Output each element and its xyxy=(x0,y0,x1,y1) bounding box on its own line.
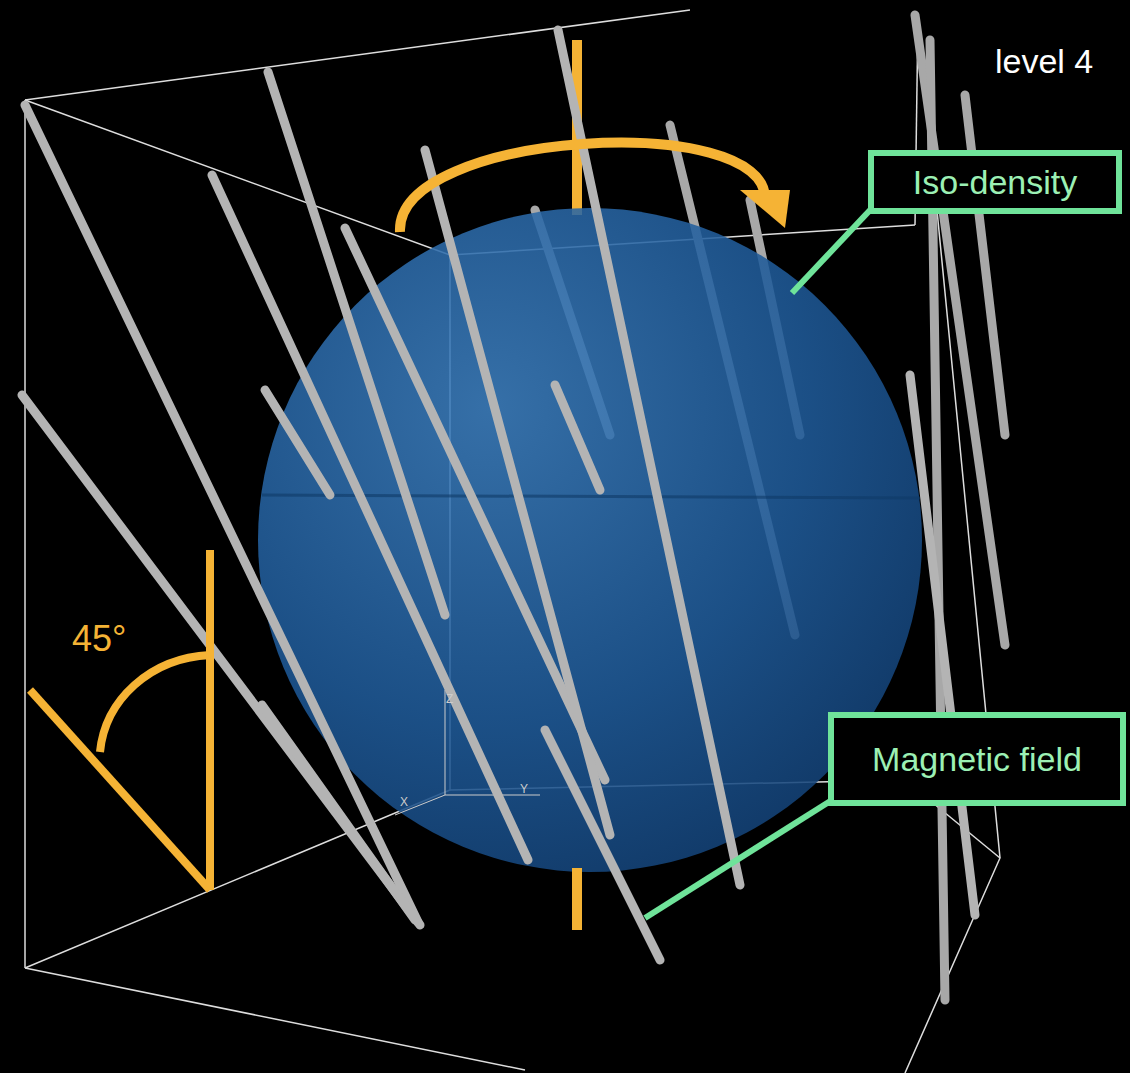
callout-box: Iso-density xyxy=(868,150,1122,214)
leader-line xyxy=(792,208,872,293)
rotation-axis xyxy=(572,868,582,930)
arrowhead xyxy=(740,190,790,228)
angle-marker xyxy=(30,550,210,890)
level-label: level 4 xyxy=(995,42,1093,81)
angle-label: 45° xyxy=(72,618,126,660)
coordinate-axes xyxy=(395,690,540,815)
rotation-arrow xyxy=(400,143,765,232)
callout-text: Magnetic field xyxy=(872,740,1082,779)
axis-label: X xyxy=(400,795,408,809)
callout-text: Iso-density xyxy=(913,163,1077,202)
bounding-box xyxy=(25,10,1000,1073)
leader-line xyxy=(645,800,832,918)
axis-label: Z xyxy=(446,692,453,706)
callout-box: Magnetic field xyxy=(828,712,1126,806)
axis-label: Y xyxy=(520,782,528,796)
field-lines xyxy=(22,30,975,960)
